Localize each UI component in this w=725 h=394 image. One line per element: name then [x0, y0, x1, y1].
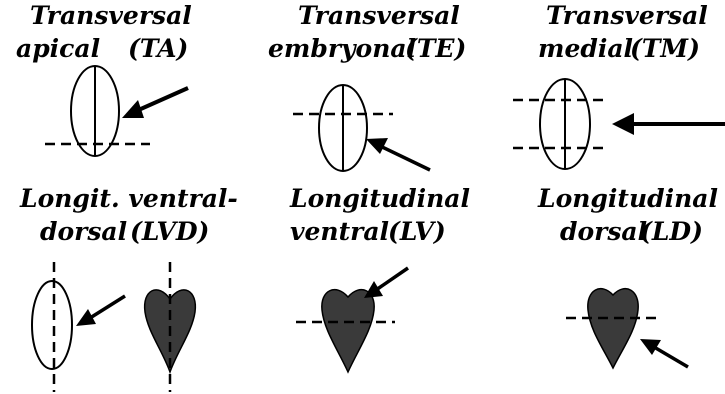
- tm-arrow-head: [612, 113, 634, 135]
- ta-arrow-shaft: [134, 88, 188, 112]
- lvd-seed-outline: [32, 281, 72, 369]
- ta-arrow-head: [122, 100, 144, 118]
- ta-figure: [45, 66, 188, 156]
- tm-figure: [513, 79, 725, 169]
- lv-dark-heart-seed: [322, 290, 374, 372]
- lvd-figure: [32, 262, 195, 392]
- lv-figure: [296, 268, 408, 372]
- lv-arrow-shaft: [376, 268, 408, 290]
- lvd-arrow-shaft: [90, 296, 125, 318]
- te-figure: [293, 85, 430, 171]
- te-arrow-head: [366, 138, 388, 154]
- ld-figure: [566, 289, 688, 368]
- ld-dark-heart-seed: [588, 289, 638, 368]
- te-arrow-shaft: [380, 146, 430, 170]
- ld-arrow-shaft: [654, 347, 688, 367]
- lv-arrow-head: [364, 281, 383, 298]
- ld-arrow-head: [640, 339, 661, 355]
